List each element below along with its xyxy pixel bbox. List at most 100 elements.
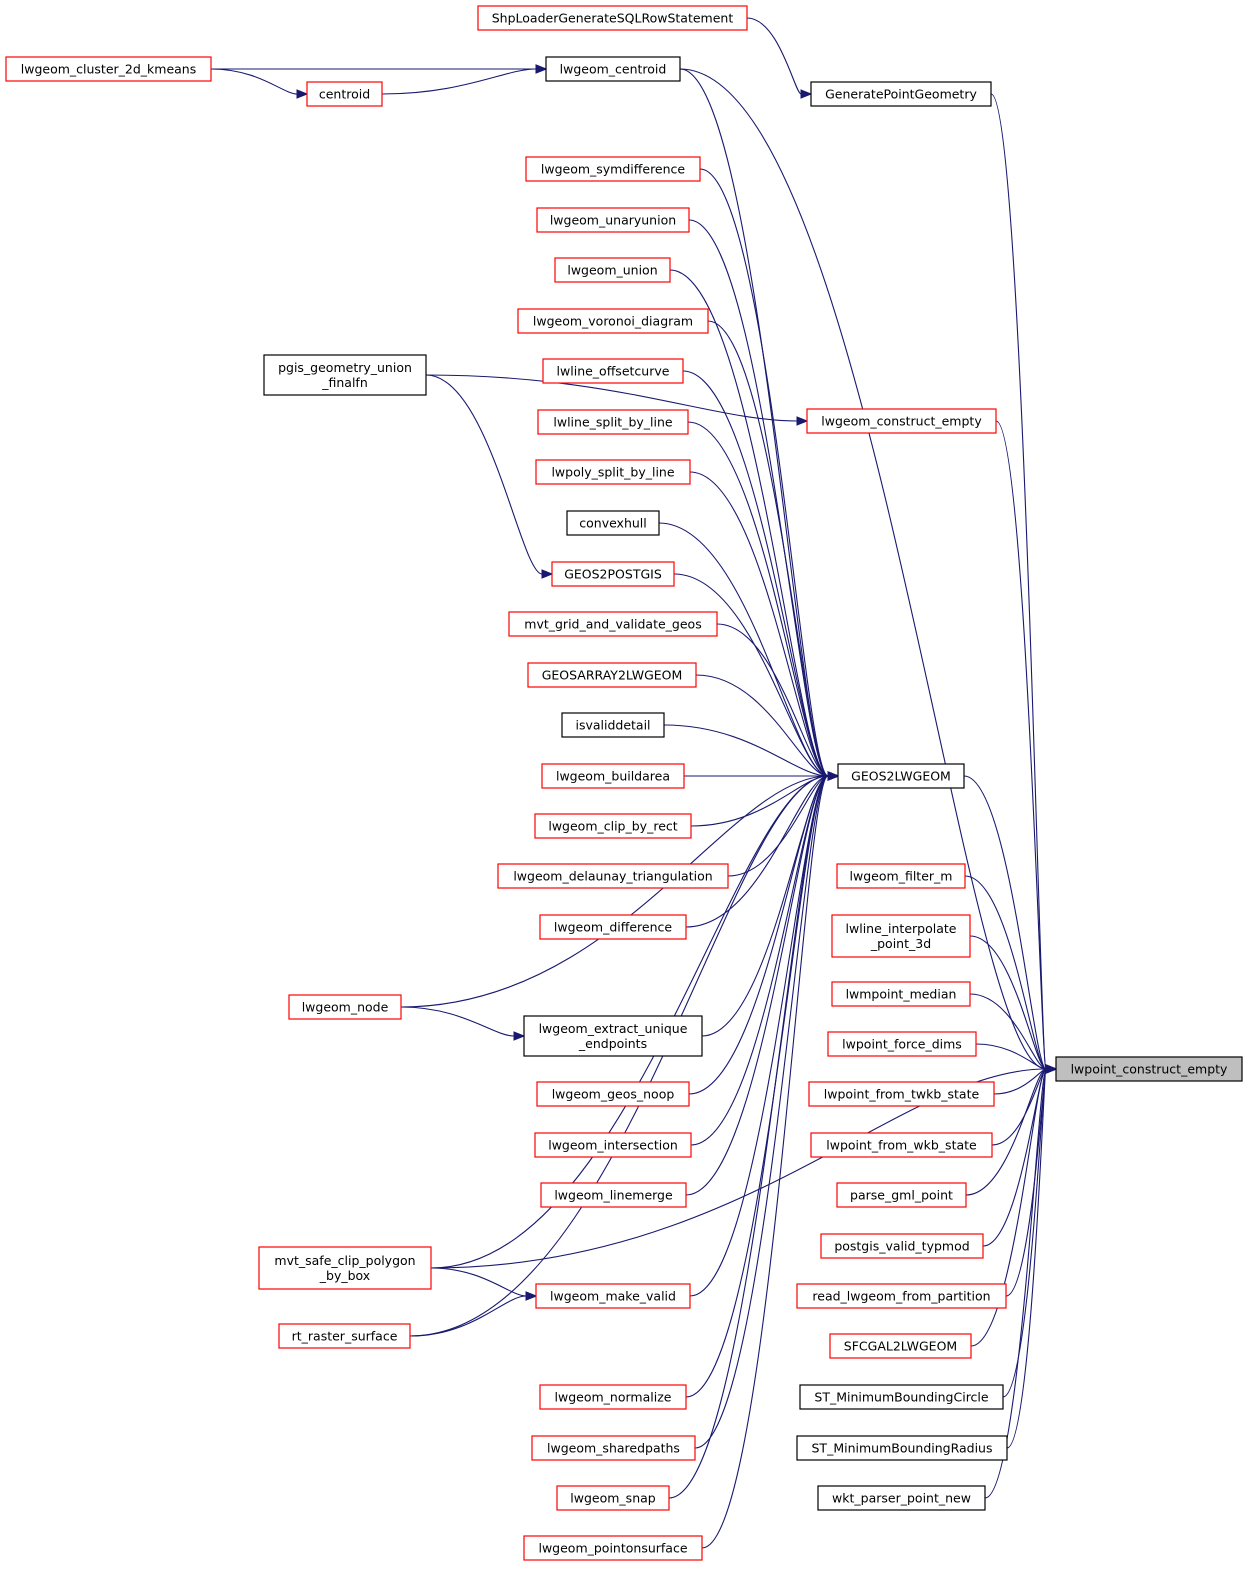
node-delaunay[interactable]: lwgeom_delaunay_triangulation [497,863,729,889]
node-label: lwpoint_from_wkb_state [826,1138,977,1153]
node-voronoi[interactable]: lwgeom_voronoi_diagram [517,308,709,334]
edge-mvt_grid-to-geos2lwgeom [716,623,829,777]
node-wkt-point[interactable]: wkt_parser_point_new [817,1485,986,1511]
arrowhead-pgis_union-to-geos2postgis [541,569,554,579]
node-genpoint[interactable]: GeneratePointGeometry [810,81,992,107]
node-clip-by-rect[interactable]: lwgeom_clip_by_rect [534,813,692,839]
node-gml-point[interactable]: parse_gml_point [836,1182,967,1208]
node-from-twkb[interactable]: lwpoint_from_twkb_state [808,1081,995,1107]
node-geos2postgis[interactable]: GEOS2POSTGIS [551,561,675,587]
node-label: _endpoints [578,1036,647,1051]
node-min-radius[interactable]: ST_MinimumBoundingRadius [796,1435,1008,1461]
arrowhead-node-to-extract_ep [513,1031,526,1041]
edge-line_split-to-geos2lwgeom [687,421,829,777]
node-label: lwgeom_linemerge [554,1188,673,1203]
node-label: read_lwgeom_from_partition [812,1289,990,1304]
edge-delaunay-to-geos2lwgeom [727,775,829,877]
node-mpoint-median[interactable]: lwmpoint_median [831,981,971,1007]
node-label: lwgeom_delaunay_triangulation [513,869,712,884]
arrowhead-mvt_clip-to-lwpoint_construct_empty [1045,1064,1058,1074]
node-normalize[interactable]: lwgeom_normalize [539,1384,687,1410]
node-offsetcurve[interactable]: lwline_offsetcurve [542,358,684,384]
node-convexhull[interactable]: convexhull [566,510,660,536]
node-union[interactable]: lwgeom_union [554,257,671,283]
node-box [831,914,971,958]
node-label: lwgeom_make_valid [550,1289,676,1304]
node-read-partition[interactable]: read_lwgeom_from_partition [796,1283,1007,1309]
node-filter-m[interactable]: lwgeom_filter_m [836,863,966,889]
node-box [806,408,997,434]
node-typmod[interactable]: postgis_valid_typmod [820,1233,984,1259]
edge-genpoint-to-lwpoint_construct_empty [990,93,1047,1070]
node-from-wkb[interactable]: lwpoint_from_wkb_state [810,1132,993,1158]
node-geos2lwgeom[interactable]: GEOS2LWGEOM [837,763,965,789]
node-label: lwgeom_intersection [548,1138,678,1153]
node-box [810,1132,993,1158]
node-box [836,863,966,889]
node-mvt-clip[interactable]: mvt_safe_clip_polygon_by_box [258,1246,432,1290]
node-mvt-grid[interactable]: mvt_grid_and_validate_geos [508,611,718,637]
node-box [551,561,675,587]
edge-mvt_clip-to-lwpoint_construct_empty [430,1068,1047,1269]
node-pgis-union[interactable]: pgis_geometry_union_finalfn [263,354,427,396]
node-raster-surface[interactable]: rt_raster_surface [278,1323,411,1349]
node-interp3d[interactable]: lwline_interpolate_point_3d [831,914,971,958]
node-force-dims[interactable]: lwpoint_force_dims [827,1031,977,1057]
node-buildarea[interactable]: lwgeom_buildarea [541,763,685,789]
node-min-circle[interactable]: ST_MinimumBoundingCircle [799,1384,1004,1410]
edge-geos_noop-to-geos2lwgeom [688,775,829,1095]
node-box [288,994,402,1020]
node-box [517,308,709,334]
node-box [258,1246,432,1290]
edge-difference-to-geos2lwgeom [685,775,829,928]
node-lwgeom-centroid[interactable]: lwgeom_centroid [545,56,681,82]
node-lwpoint-construct-empty[interactable]: lwpoint_construct_empty [1055,1056,1243,1082]
node-box [5,56,212,82]
edge-wkt_point-to-lwpoint_construct_empty [984,1068,1047,1499]
node-unaryunion[interactable]: lwgeom_unaryunion [536,207,690,233]
node-label: lwgeom_unaryunion [550,213,676,228]
call-graph-nodes: ShpLoaderGenerateSQLRowStatement lwgeom_c… [5,5,1243,1561]
arrowhead-raster_surface-to-make_valid [525,1291,538,1301]
edge-node-to-extract_ep [400,1006,515,1037]
node-shploader[interactable]: ShpLoaderGenerateSQLRowStatement [477,5,748,31]
node-box [263,354,427,396]
node-box [278,1323,411,1349]
node-label: centroid [319,87,370,102]
node-line-split[interactable]: lwline_split_by_line [537,409,689,435]
edge-pgis_union-to-geos2postgis [425,374,543,575]
node-node[interactable]: lwgeom_node [288,994,402,1020]
edge-sfcgal-to-lwpoint_construct_empty [970,1068,1047,1347]
node-pointonsurface[interactable]: lwgeom_pointonsurface [523,1535,703,1561]
node-centroid[interactable]: centroid [306,81,383,107]
node-isvaliddetail[interactable]: isvaliddetail [561,712,665,738]
node-box [554,257,671,283]
edge-mvt_clip-to-make_valid [430,1267,527,1297]
edge-symdiff-to-geos2lwgeom [699,168,829,777]
node-difference[interactable]: lwgeom_difference [539,914,687,940]
node-box [829,1333,972,1359]
node-construct-empty[interactable]: lwgeom_construct_empty [806,408,997,434]
node-box [1055,1056,1243,1082]
node-geosarray[interactable]: GEOSARRAY2LWGEOM [527,662,697,688]
node-geos-noop[interactable]: lwgeom_geos_noop [536,1081,690,1107]
edge-shploader-to-genpoint [746,17,802,95]
node-sharedpaths[interactable]: lwgeom_sharedpaths [531,1435,696,1461]
node-cluster-kmeans[interactable]: lwgeom_cluster_2d_kmeans [5,56,212,82]
node-box [796,1435,1008,1461]
node-box [306,81,383,107]
node-sfcgal[interactable]: SFCGAL2LWGEOM [829,1333,972,1359]
node-label: lwgeom_geos_noop [552,1087,675,1102]
edge-min_radius-to-lwpoint_construct_empty [1006,1068,1047,1449]
node-box [820,1233,984,1259]
node-snap[interactable]: lwgeom_snap [556,1485,670,1511]
node-extract-ep[interactable]: lwgeom_extract_unique_endpoints [523,1015,703,1057]
node-label: ST_MinimumBoundingCircle [814,1390,988,1405]
node-box [556,1485,670,1511]
node-poly-split[interactable]: lwpoly_split_by_line [535,459,691,485]
node-symdiff[interactable]: lwgeom_symdifference [525,156,701,182]
node-box [566,510,660,536]
node-linemerge[interactable]: lwgeom_linemerge [540,1182,687,1208]
node-make-valid[interactable]: lwgeom_make_valid [535,1283,691,1309]
node-intersection[interactable]: lwgeom_intersection [534,1132,692,1158]
